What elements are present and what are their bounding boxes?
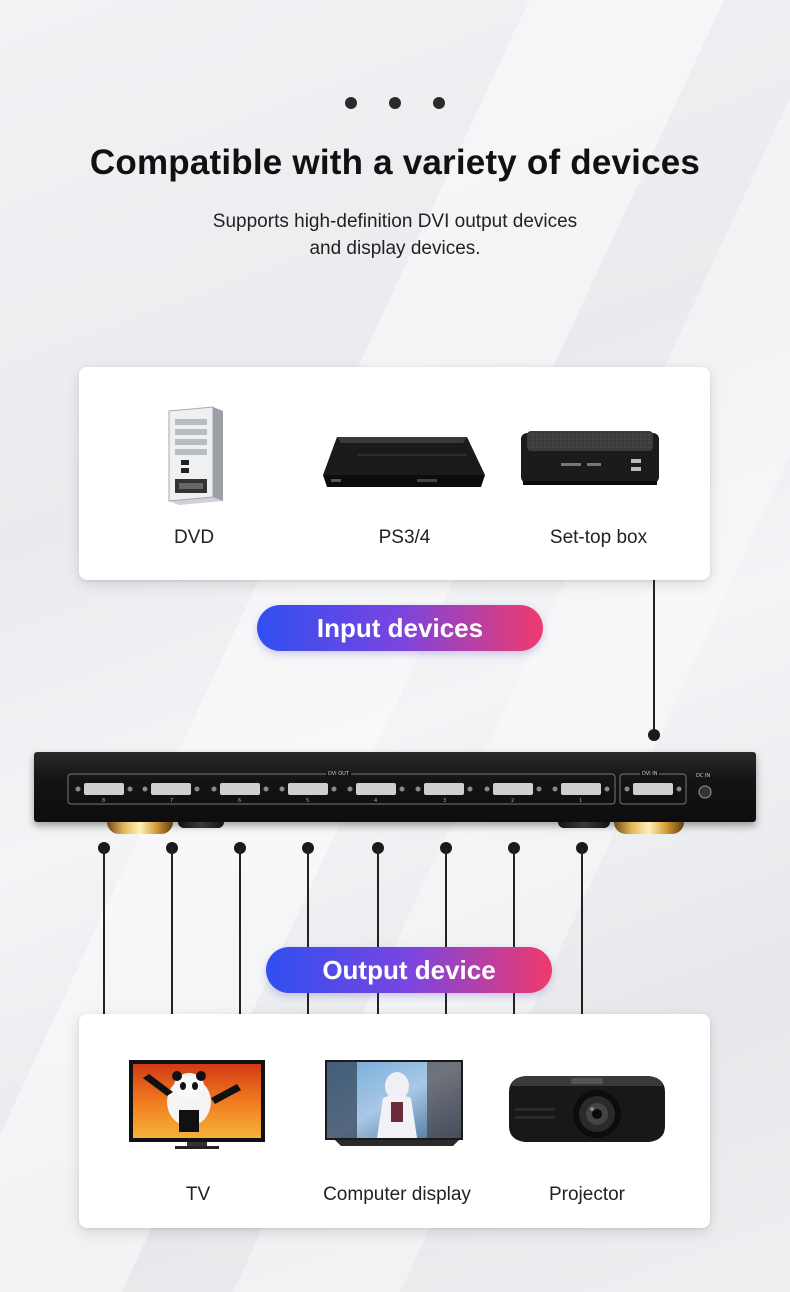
subtitle-line: Supports high-definition DVI output devi…: [212, 211, 578, 232]
splitter-foot: [178, 822, 224, 828]
dvi-out-label: DVI OUT: [326, 771, 351, 777]
device-label: PS3/4: [378, 527, 431, 548]
device-label: DVD: [173, 527, 215, 548]
output-connector-line: [103, 848, 105, 1014]
device-computer-display: Computer display: [307, 1058, 487, 1208]
splitter-foot: [558, 822, 610, 828]
tv-icon: [129, 1060, 265, 1149]
device-dvd: DVD: [139, 397, 249, 557]
dot: [345, 97, 357, 109]
device-ps: PS3/4: [317, 397, 492, 557]
output-connector-line: [445, 848, 447, 1014]
device-projector: Projector: [499, 1070, 675, 1210]
output-connector-line: [581, 848, 583, 1014]
port-number: 3: [443, 798, 447, 804]
output-connector-line: [513, 848, 515, 1014]
dvi-splitter: DVI OUT DVI IN DC IN 8 7 6 5 4 3 2 1: [34, 752, 756, 822]
device-label: Computer display: [323, 1184, 471, 1205]
splitter-panel: [67, 773, 712, 805]
dvi-in-label: DVI IN: [640, 771, 660, 777]
projector-icon: [509, 1076, 665, 1142]
port-number: 6: [238, 798, 242, 804]
page-title: Compatible with a variety of devices: [89, 143, 701, 182]
dc-in-label: DC IN: [696, 773, 711, 779]
output-connector-line: [239, 848, 241, 1014]
dot: [389, 97, 401, 109]
output-connector-line: [307, 848, 309, 1014]
output-connector-line: [171, 848, 173, 1014]
device-tv: TV: [129, 1058, 267, 1208]
device-label: TV: [185, 1184, 211, 1205]
game-console-icon: [323, 437, 485, 487]
port-number: 2: [511, 798, 515, 804]
port-number: 5: [306, 798, 310, 804]
splitter-foot: [614, 822, 684, 834]
page-subtitle: Supports high-definition DVI output devi…: [0, 208, 790, 262]
output-device-pill: Output device: [266, 947, 552, 993]
splitter-foot: [107, 822, 173, 834]
input-devices-pill: Input devices: [257, 605, 543, 651]
device-label: Set-top box: [549, 527, 648, 548]
port-number: 7: [170, 798, 174, 804]
set-top-box-icon: [521, 431, 659, 485]
dot: [433, 97, 445, 109]
device-set-top-box: Set-top box: [511, 397, 686, 557]
pc-tower-icon: [168, 406, 223, 505]
port-number-row: 8 7 6 5 4 3 2 1: [34, 798, 756, 806]
device-label: Projector: [548, 1184, 626, 1205]
port-number: 8: [102, 798, 106, 804]
input-devices-card: DVD PS3/4 Set-top box: [79, 367, 710, 580]
input-connector-line: [653, 580, 655, 733]
port-number: 1: [579, 798, 583, 804]
input-connector-dot: [648, 729, 660, 741]
output-connector-line: [377, 848, 379, 1014]
decorative-dots: [0, 97, 790, 109]
output-devices-card: TV Computer display: [79, 1014, 710, 1228]
port-number: 4: [374, 798, 378, 804]
monitor-icon: [325, 1060, 463, 1146]
subtitle-line: and display devices.: [309, 238, 481, 259]
